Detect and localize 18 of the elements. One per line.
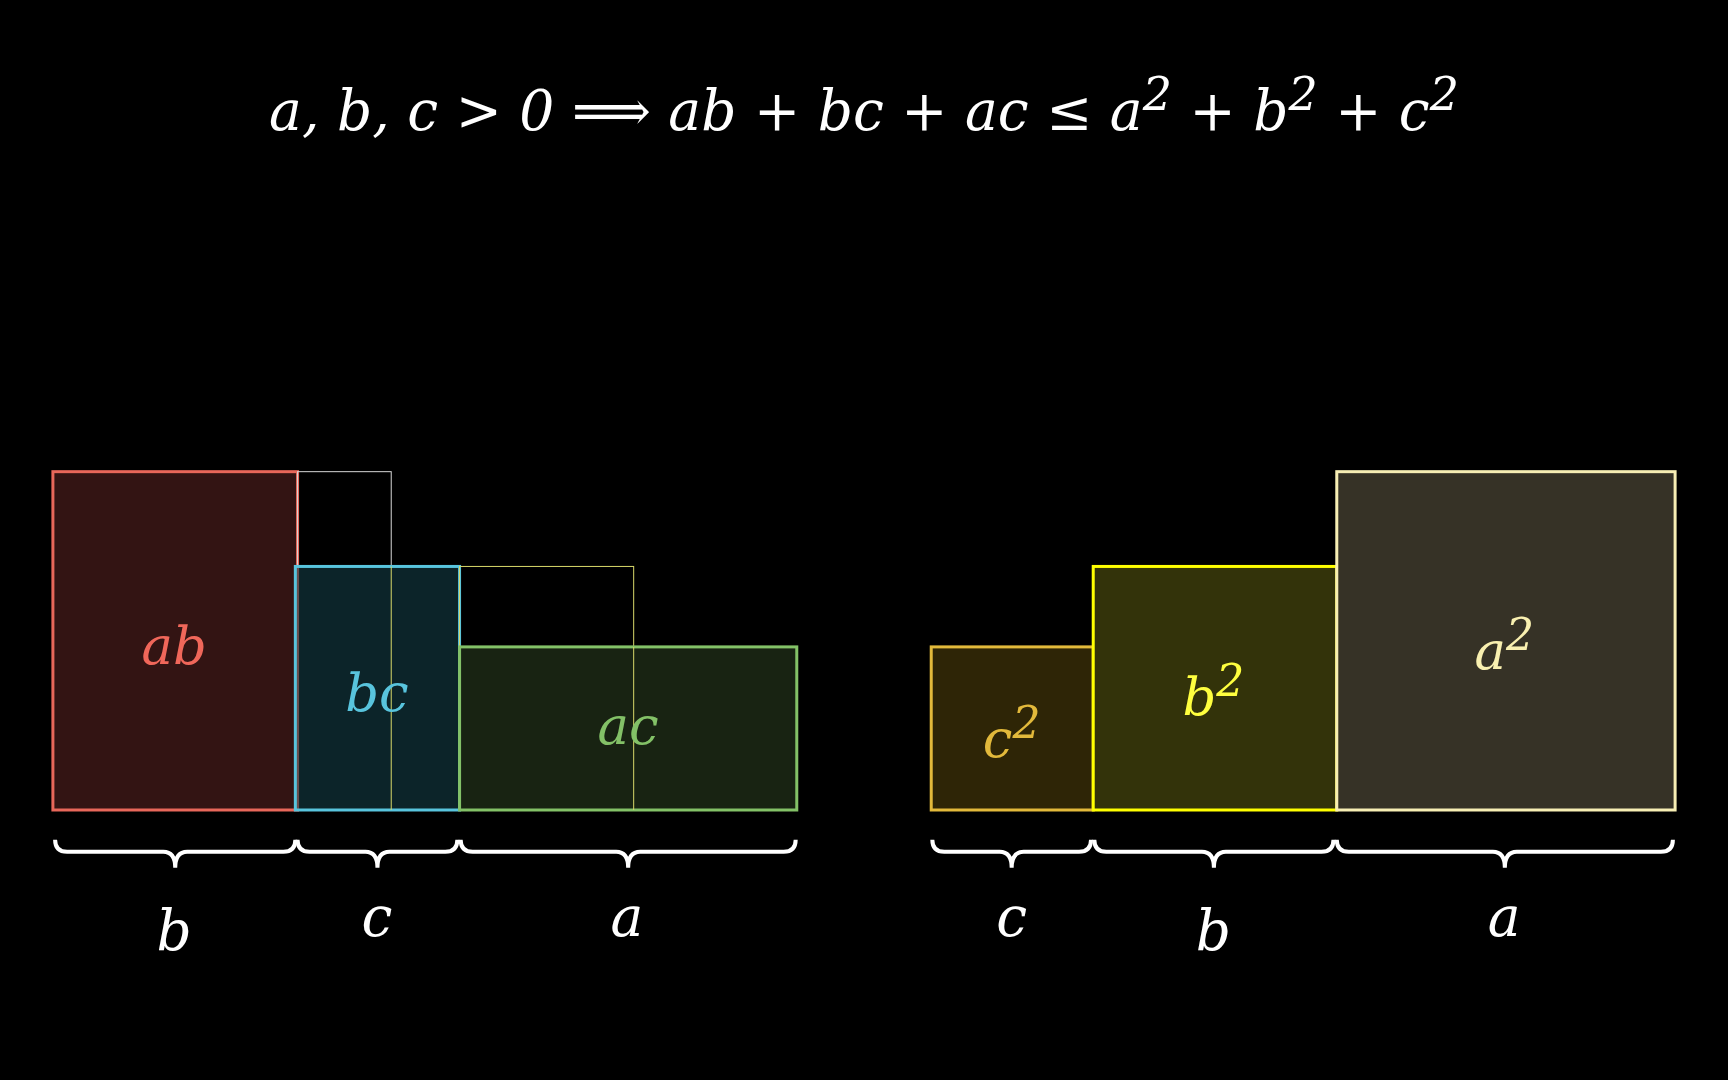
area-label: b$^{2}$ xyxy=(1182,655,1245,727)
length-label: c xyxy=(361,884,393,949)
formula-title: a, b, c > 0 ⟹ ab + bc + ac ≤ a$^{2}$ + b$^{2}$ + c$^{2}$ xyxy=(269,67,1459,143)
outline-rectangle xyxy=(297,471,392,567)
length-label: a xyxy=(1487,884,1521,949)
area-label: ab xyxy=(141,614,207,676)
area-label: c$^{2}$ xyxy=(982,697,1041,769)
length-label: c xyxy=(996,884,1028,949)
outline-rectangle xyxy=(459,565,635,648)
length-label: b xyxy=(156,899,192,964)
rectangle xyxy=(458,645,799,812)
rectangle xyxy=(293,564,462,812)
length-label: a xyxy=(610,884,644,949)
square xyxy=(1335,470,1677,812)
area-label: a$^{2}$ xyxy=(1474,608,1535,681)
length-label: b xyxy=(1195,899,1231,964)
square xyxy=(929,645,1095,812)
rectangle xyxy=(51,470,300,812)
